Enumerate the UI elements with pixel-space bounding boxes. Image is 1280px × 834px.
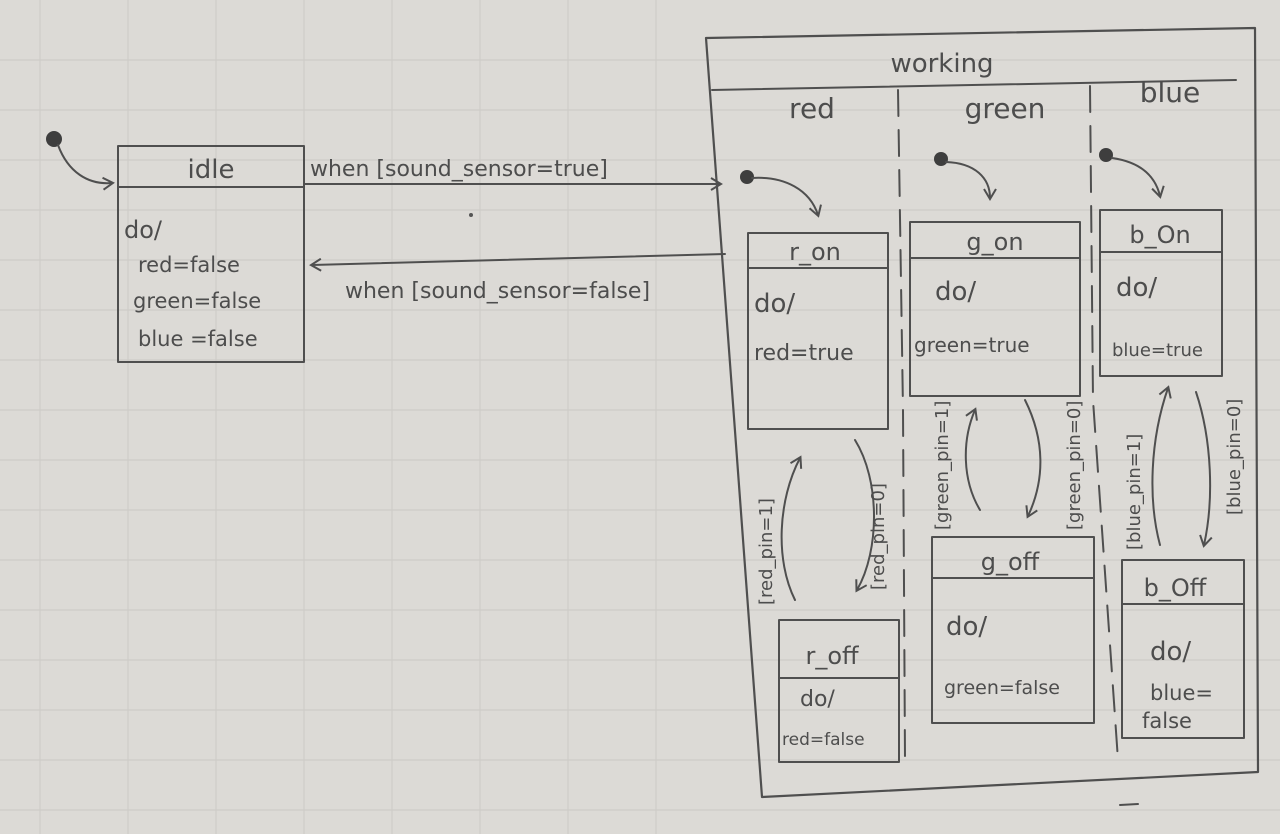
region-label-red: red bbox=[789, 92, 835, 125]
blue-off-to-on-arrow bbox=[1151, 385, 1172, 546]
state-g-off: g_off do/ green=false bbox=[931, 536, 1095, 724]
initial-arrow bbox=[57, 144, 115, 191]
r-on-do: do/ bbox=[754, 289, 795, 319]
transition-label-to-working: when [sound_sensor=true] bbox=[310, 157, 608, 182]
idle-do: do/ bbox=[124, 216, 163, 244]
transition-label-to-idle: when [sound_sensor=false] bbox=[345, 279, 650, 304]
pencil-mark bbox=[1119, 803, 1139, 806]
r-on-title: r_on bbox=[789, 238, 841, 266]
g-off-title: g_off bbox=[981, 548, 1040, 576]
region-label-blue: blue bbox=[1140, 76, 1201, 109]
g-off-action: green=false bbox=[944, 677, 1060, 699]
r-on-action: red=true bbox=[754, 341, 854, 366]
b-off-action-2: false bbox=[1142, 709, 1192, 733]
b-off-action: blue= bbox=[1150, 681, 1213, 705]
idle-line-blue: blue =false bbox=[138, 327, 258, 351]
blue-on-to-off-arrow bbox=[1195, 391, 1213, 548]
red-off-to-on-arrow bbox=[780, 455, 803, 601]
b-on-action: blue=true bbox=[1112, 340, 1203, 361]
region-divider-2 bbox=[1089, 85, 1119, 761]
state-b-off: b_Off do/ blue= false bbox=[1121, 559, 1245, 739]
guard-green-up: [green_pin=1] bbox=[932, 401, 953, 530]
b-off-do: do/ bbox=[1150, 637, 1191, 667]
idle-title: idle bbox=[188, 155, 235, 185]
green-initial-node bbox=[934, 152, 948, 166]
guard-blue-up: [blue_pin=1] bbox=[1124, 434, 1145, 550]
paper-ruling bbox=[0, 59, 1280, 811]
green-on-to-off-arrow bbox=[1024, 399, 1042, 519]
idle-line-green: green=false bbox=[133, 289, 261, 313]
r-off-action: red=false bbox=[782, 730, 865, 750]
green-off-to-on-arrow bbox=[964, 407, 981, 511]
state-g-on: g_on do/ green=true bbox=[909, 221, 1081, 397]
transition-arrow-to-idle bbox=[309, 253, 726, 272]
blue-initial-node bbox=[1099, 148, 1113, 162]
r-off-title: r_off bbox=[805, 642, 859, 670]
guard-red-up: [red_pin=1] bbox=[756, 498, 777, 605]
b-on-do: do/ bbox=[1116, 273, 1157, 303]
green-initial-arrow bbox=[945, 161, 997, 201]
g-on-title: g_on bbox=[966, 228, 1023, 256]
state-r-off: r_off do/ red=false bbox=[778, 619, 900, 763]
b-off-title: b_Off bbox=[1144, 574, 1207, 602]
guard-red-down: [red_pin=0] bbox=[868, 483, 889, 590]
b-on-title: b_On bbox=[1129, 221, 1190, 249]
guard-green-down: [green_pin=0] bbox=[1064, 401, 1085, 530]
g-on-action: green=true bbox=[914, 333, 1030, 357]
r-off-do: do/ bbox=[800, 687, 835, 712]
idle-state: idle do/ red=false green=false blue =fal… bbox=[117, 145, 305, 363]
red-initial-arrow bbox=[751, 176, 822, 218]
idle-line-red: red=false bbox=[138, 253, 240, 277]
red-initial-node bbox=[740, 170, 754, 184]
working-state: working red green blue bbox=[704, 26, 1260, 799]
blue-initial-arrow bbox=[1111, 157, 1165, 199]
red-on-to-off-arrow bbox=[854, 439, 875, 593]
pencil-dot bbox=[469, 213, 473, 217]
g-off-do: do/ bbox=[946, 612, 987, 642]
g-on-do: do/ bbox=[935, 277, 976, 307]
initial-node bbox=[46, 131, 62, 147]
guard-blue-down: [blue_pin=0] bbox=[1224, 399, 1245, 515]
paper-margin bbox=[39, 0, 657, 834]
working-title: working bbox=[890, 49, 993, 79]
region-divider-1 bbox=[897, 89, 906, 761]
state-r-on: r_on do/ red=true bbox=[747, 232, 889, 430]
region-label-green: green bbox=[965, 92, 1046, 125]
state-b-on: b_On do/ blue=true bbox=[1099, 209, 1223, 377]
